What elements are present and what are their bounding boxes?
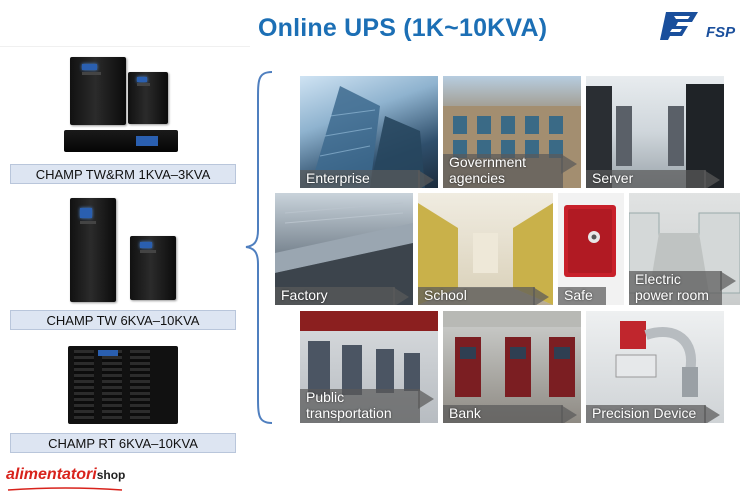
app-tile-precision-device: Precision Device: [586, 311, 724, 423]
app-caption: Factory: [275, 287, 413, 305]
app-caption: School: [418, 287, 553, 305]
shop-name: alimentatori: [6, 466, 97, 483]
app-tile-bank: Bank: [443, 311, 581, 423]
app-caption: Electric power room: [629, 271, 740, 305]
app-caption: Server: [586, 170, 724, 188]
caption-line: Public: [306, 389, 345, 405]
app-tile-server: Server: [586, 76, 724, 188]
product-label-tw: CHAMP TW 6KVA–10KVA: [10, 310, 236, 330]
swoosh-icon: [7, 487, 123, 491]
curly-brace-icon: [245, 71, 273, 424]
caption-line: Electric: [635, 271, 681, 287]
caption-line: power room: [635, 287, 709, 303]
caption-line: transportation: [306, 405, 392, 421]
app-tile-government: Government agencies: [443, 76, 581, 188]
caption-line: Safe: [564, 287, 593, 303]
caption-line: Government: [449, 154, 527, 170]
shop-suffix: shop: [96, 468, 126, 482]
app-caption: Government agencies: [443, 154, 581, 188]
caption-line: Server: [592, 170, 634, 186]
app-tile-factory: Factory: [275, 193, 413, 305]
app-caption: Bank: [443, 405, 581, 423]
app-tile-enterprise: Enterprise: [300, 76, 438, 188]
caption-line: School: [424, 287, 467, 303]
brand-text: FSP: [706, 24, 736, 41]
app-caption: Public transportation: [300, 389, 438, 423]
page-title: Online UPS (1K~10KVA): [258, 14, 548, 42]
app-tile-school: School: [418, 193, 553, 305]
app-caption: Safe: [558, 287, 624, 305]
app-caption: Precision Device: [586, 405, 724, 423]
caption-line: agencies: [449, 170, 506, 186]
caption-line: Precision Device: [592, 405, 697, 421]
brand-logo: FSP: [660, 8, 746, 46]
fsp-logo-icon: [660, 12, 698, 40]
app-tile-power-room: Electric power room: [629, 193, 740, 305]
shop-watermark: alimentatorishop: [6, 466, 126, 491]
caption-line: Factory: [281, 287, 328, 303]
divider: [0, 46, 250, 47]
product-label-rt: CHAMP RT 6KVA–10KVA: [10, 433, 236, 453]
app-tile-public-transportation: Public transportation: [300, 311, 438, 423]
app-caption: Enterprise: [300, 170, 438, 188]
caption-line: Bank: [449, 405, 481, 421]
product-label-tw-rm: CHAMP TW&RM 1KVA–3KVA: [10, 164, 236, 184]
app-tile-safe: Safe: [558, 193, 624, 305]
caption-line: Enterprise: [306, 170, 370, 186]
